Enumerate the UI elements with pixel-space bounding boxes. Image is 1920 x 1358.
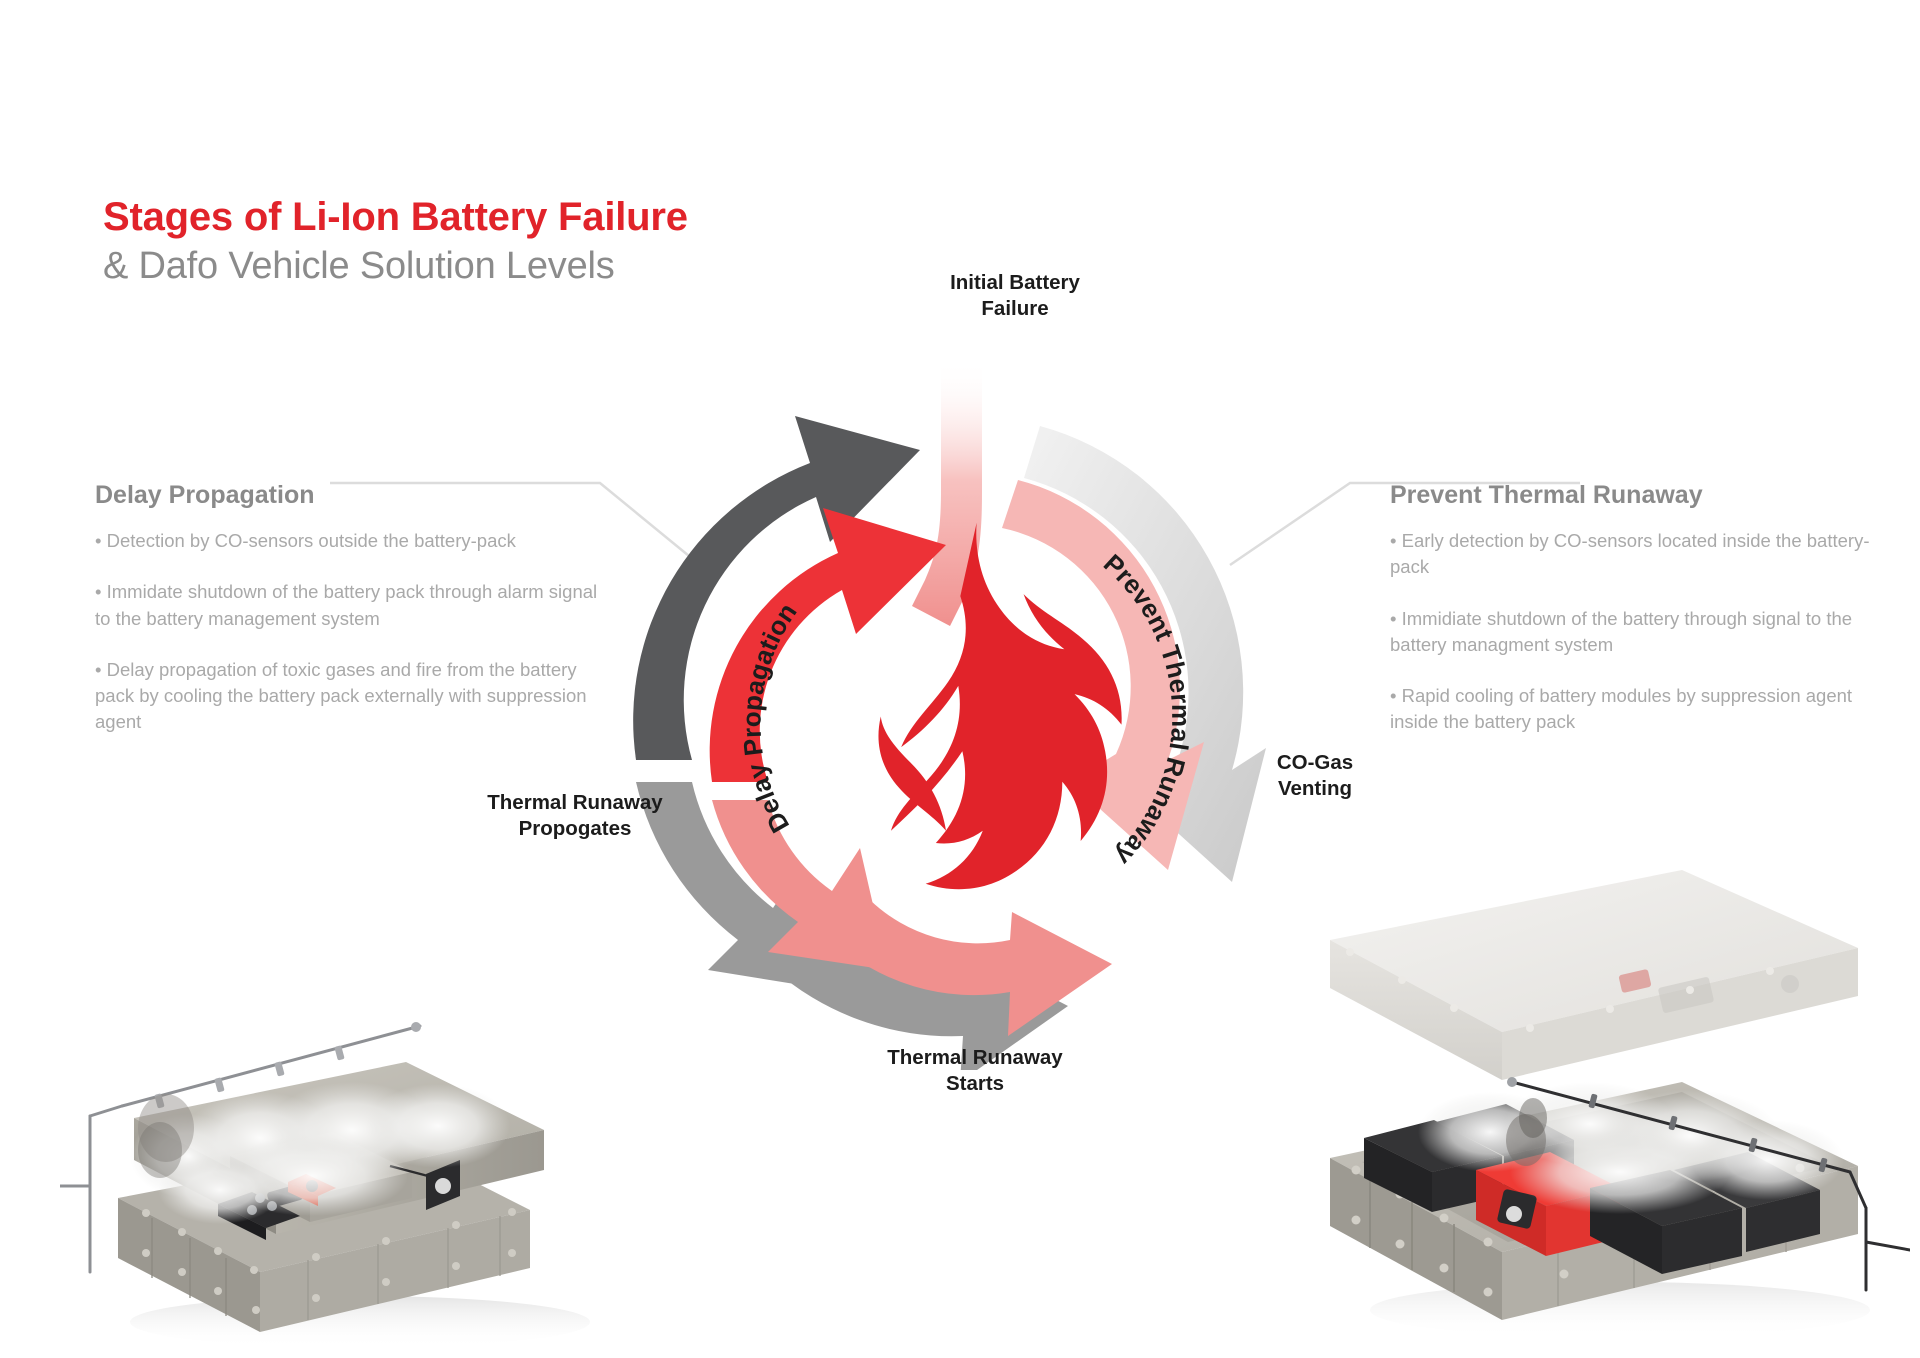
cycle-label-initial-battery-failure: Initial Battery Failure: [950, 271, 1080, 321]
arrow-outer-dark-grey: [633, 416, 920, 760]
cycle-label-thermal-runaway-starts: Thermal Runaway Starts: [887, 1046, 1063, 1096]
battery-pack-external-suppression-render: [60, 1022, 590, 1348]
panel-right-heading: Prevent Thermal Runaway: [1390, 481, 1703, 509]
arrow-inner-pale-red-right: [1002, 480, 1204, 870]
smoke-plume: [130, 1082, 510, 1224]
panel-delay-propagation: Delay Propagation • Detection by CO-sens…: [95, 483, 600, 736]
arrow-inner-red-left: [709, 508, 946, 782]
page-title: Stages of Li-Ion Battery Failure: [103, 195, 688, 239]
suppression-pipe: [60, 1024, 422, 1274]
battery-pack-internal-suppression-render: [1330, 870, 1910, 1338]
pipe-nozzles: [154, 1022, 421, 1109]
bullet-item: • Rapid cooling of battery modules by su…: [1390, 685, 1853, 733]
bullet-item: • Immidiate shutdown of the battery thro…: [1390, 607, 1853, 655]
cycle-label-thermal-runaway-propogates: Thermal Runaway Propogates: [487, 791, 663, 841]
panel-left-bullets: • Detection by CO-sensors outside the ba…: [95, 528, 600, 736]
panel-left-heading: Delay Propagation: [95, 481, 315, 509]
bullet-item: • Immidate shutdown of the battery pack …: [95, 581, 598, 629]
panel-prevent-thermal-runaway: Prevent Thermal Runaway • Early detectio…: [1390, 483, 1870, 736]
arrow-outer-light-grey-right: [1024, 426, 1266, 882]
bullet-item: • Delay propagation of toxic gases and f…: [95, 658, 587, 733]
pipe-nozzles: [1588, 1093, 1828, 1173]
suppression-pipe: [1507, 1077, 1910, 1292]
cycle-diagram: Delay Propagation Prevent Thermal Runawa…: [633, 360, 1266, 1070]
bullet-item: • Early detection by CO-sensors located …: [1390, 530, 1870, 578]
bullet-item: • Detection by CO-sensors outside the ba…: [95, 530, 516, 551]
lid-panel: [1330, 870, 1858, 1080]
flame-icon: [878, 522, 1122, 890]
arrow-inner-soft-red-bottom: [830, 900, 1112, 1036]
page-subtitle: & Dafo Vehicle Solution Levels: [103, 245, 615, 288]
panel-right-bullets: • Early detection by CO-sensors located …: [1390, 528, 1870, 736]
inflow-stream: [912, 360, 982, 626]
cycle-label-co-gas-venting: CO-Gas Venting: [1276, 751, 1354, 801]
title-block: Stages of Li-Ion Battery Failure & Dafo …: [103, 195, 863, 290]
